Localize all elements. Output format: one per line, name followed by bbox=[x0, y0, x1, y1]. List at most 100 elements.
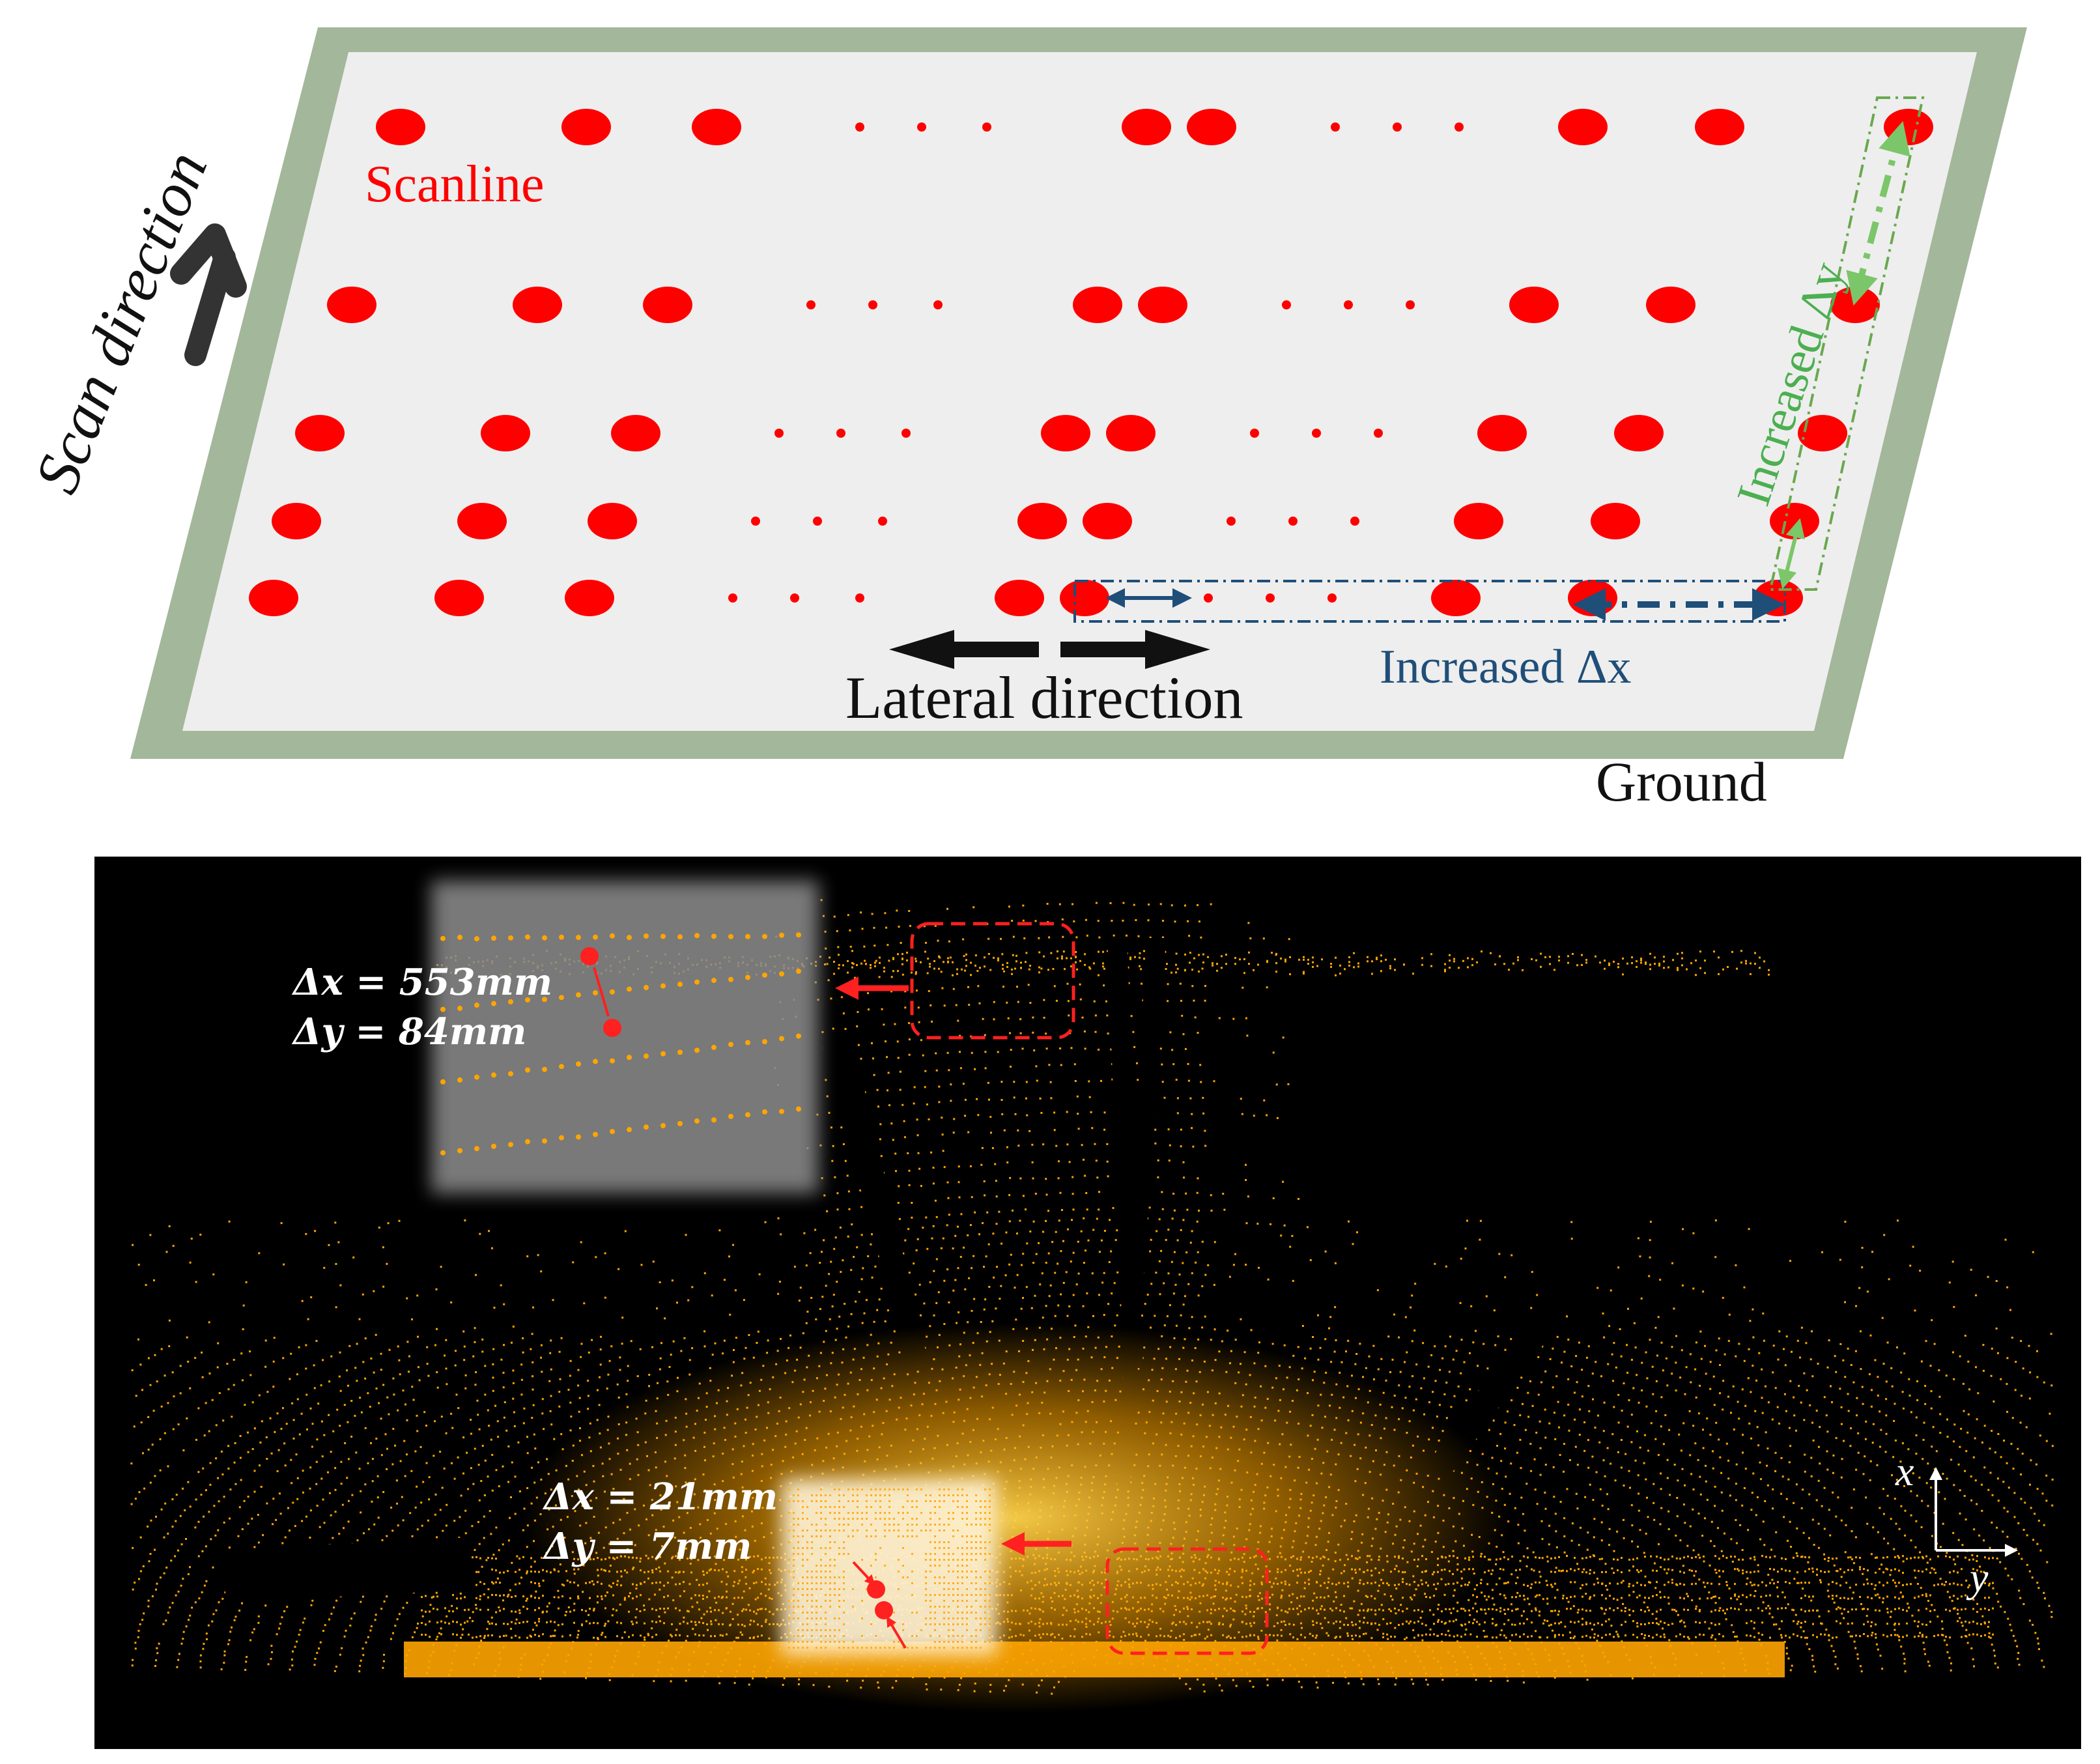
scanline-point-large bbox=[1884, 109, 1933, 145]
far-inset-point bbox=[711, 1044, 717, 1050]
far-inset-point bbox=[474, 936, 479, 942]
far-inset-point bbox=[593, 1131, 598, 1137]
far-inset-point bbox=[711, 1117, 717, 1123]
scanline-point-small bbox=[1454, 122, 1464, 132]
near-magnified-inset bbox=[782, 1479, 997, 1655]
far-inset-point bbox=[796, 1106, 801, 1112]
scanline-point-large bbox=[1073, 287, 1122, 323]
far-inset-point bbox=[779, 932, 784, 938]
axis-icon bbox=[1929, 1467, 2018, 1557]
far-inset-point bbox=[694, 1047, 700, 1053]
far-inset-point bbox=[762, 972, 767, 978]
far-magnified-inset bbox=[431, 881, 819, 1193]
far-inset-point bbox=[457, 1077, 462, 1083]
scanline-point-small bbox=[1266, 593, 1275, 603]
far-inset-point bbox=[677, 1049, 683, 1055]
scanline-point-large bbox=[434, 580, 484, 616]
scanline-point-small bbox=[1312, 429, 1321, 438]
near-dx-value: Δx = 21mm bbox=[544, 1475, 778, 1518]
scanline-point-small bbox=[868, 300, 877, 309]
scanline-point-small bbox=[836, 429, 845, 438]
far-measure-points bbox=[580, 947, 621, 1037]
far-inset-point bbox=[762, 1109, 767, 1115]
far-inset-point bbox=[644, 985, 649, 991]
far-inset-point bbox=[762, 933, 767, 939]
far-inset-point bbox=[474, 1146, 479, 1152]
far-inset-point bbox=[559, 1135, 564, 1141]
scanline-point-large bbox=[995, 580, 1044, 616]
far-inset-point bbox=[796, 932, 801, 938]
scanline-point-large bbox=[1187, 109, 1236, 145]
far-inset-point bbox=[593, 990, 598, 996]
dy-arrow-large bbox=[1846, 121, 1910, 306]
near-measure-points bbox=[852, 1561, 907, 1649]
far-inset-point bbox=[542, 1066, 547, 1072]
scanline-point-small bbox=[917, 122, 926, 132]
far-inset-point bbox=[627, 1055, 632, 1060]
far-dx-value: Δx = 553mm bbox=[293, 961, 553, 1004]
far-inset-point bbox=[440, 1150, 446, 1156]
far-inset-point bbox=[627, 1127, 632, 1133]
far-inset-point bbox=[593, 1059, 598, 1064]
far-inset-point bbox=[779, 1109, 784, 1115]
far-inset-point bbox=[660, 1051, 666, 1057]
far-inset-point bbox=[610, 1058, 615, 1064]
scanline-point-large bbox=[1509, 287, 1559, 323]
scanline-point-small bbox=[1331, 122, 1340, 132]
near-rail-band bbox=[404, 1642, 1785, 1677]
scanline-points bbox=[249, 109, 1933, 616]
scanline-point-small bbox=[1327, 593, 1337, 603]
far-inset-point bbox=[728, 1042, 733, 1047]
far-inset-point bbox=[644, 1124, 649, 1130]
scanline-point-small bbox=[774, 429, 784, 438]
increased-dx-label: Increased Δx bbox=[1380, 640, 1632, 694]
far-inset-point bbox=[525, 1139, 530, 1145]
scanline-point-large bbox=[376, 109, 425, 145]
far-inset-point bbox=[491, 1072, 496, 1078]
far-dy-value: Δy = 84mm bbox=[293, 1010, 527, 1053]
scanline-point-large bbox=[1646, 287, 1696, 323]
far-inset-point bbox=[745, 974, 750, 980]
scanline-point-small bbox=[1374, 429, 1383, 438]
far-inset-point bbox=[576, 1134, 581, 1140]
scanline-point-small bbox=[855, 593, 864, 603]
near-dy-value: Δy = 7mm bbox=[544, 1525, 752, 1568]
scanline-point-large bbox=[295, 415, 345, 451]
far-inset-point bbox=[525, 997, 530, 1003]
far-inset-point bbox=[440, 935, 446, 941]
far-inset-point bbox=[457, 1005, 462, 1011]
scanline-point-large bbox=[692, 109, 741, 145]
scanline-point-large bbox=[1106, 415, 1156, 451]
scanline-point-large bbox=[1753, 580, 1803, 616]
far-inset-point bbox=[745, 933, 750, 939]
scanline-point-large bbox=[643, 287, 692, 323]
scanline-point-large bbox=[1138, 287, 1187, 323]
scanline-point-small bbox=[901, 429, 911, 438]
far-inset-point bbox=[610, 1129, 615, 1135]
far-inset-point bbox=[779, 1036, 784, 1042]
far-inset-point bbox=[677, 982, 683, 988]
far-inset-point bbox=[474, 1003, 479, 1008]
far-inset-point bbox=[457, 934, 462, 940]
scanline-point-small bbox=[878, 517, 887, 526]
far-inset-point bbox=[559, 995, 564, 1001]
far-inset-point bbox=[474, 1074, 479, 1080]
ground-label: Ground bbox=[1596, 750, 1767, 813]
scanline-point-small bbox=[1288, 517, 1298, 526]
scanline-point-small bbox=[1344, 300, 1353, 309]
dy-arrow-small bbox=[1778, 518, 1805, 590]
axis-x-label: x bbox=[1895, 1448, 1914, 1494]
far-inset-point bbox=[627, 986, 632, 992]
far-inset-point bbox=[610, 989, 615, 995]
far-inset-point bbox=[762, 1039, 767, 1045]
scanline-point-large bbox=[1591, 503, 1640, 539]
far-inset-point bbox=[542, 935, 547, 941]
near-target-box bbox=[1105, 1547, 1269, 1655]
far-inset-point bbox=[576, 992, 581, 998]
axis-y-label: y bbox=[1970, 1554, 1989, 1600]
far-inset-point bbox=[644, 933, 649, 939]
scanline-point-large bbox=[457, 503, 507, 539]
far-inset-point bbox=[559, 1064, 564, 1070]
far-inset-point bbox=[559, 934, 564, 940]
scan-direction-arrow-icon bbox=[170, 223, 247, 366]
